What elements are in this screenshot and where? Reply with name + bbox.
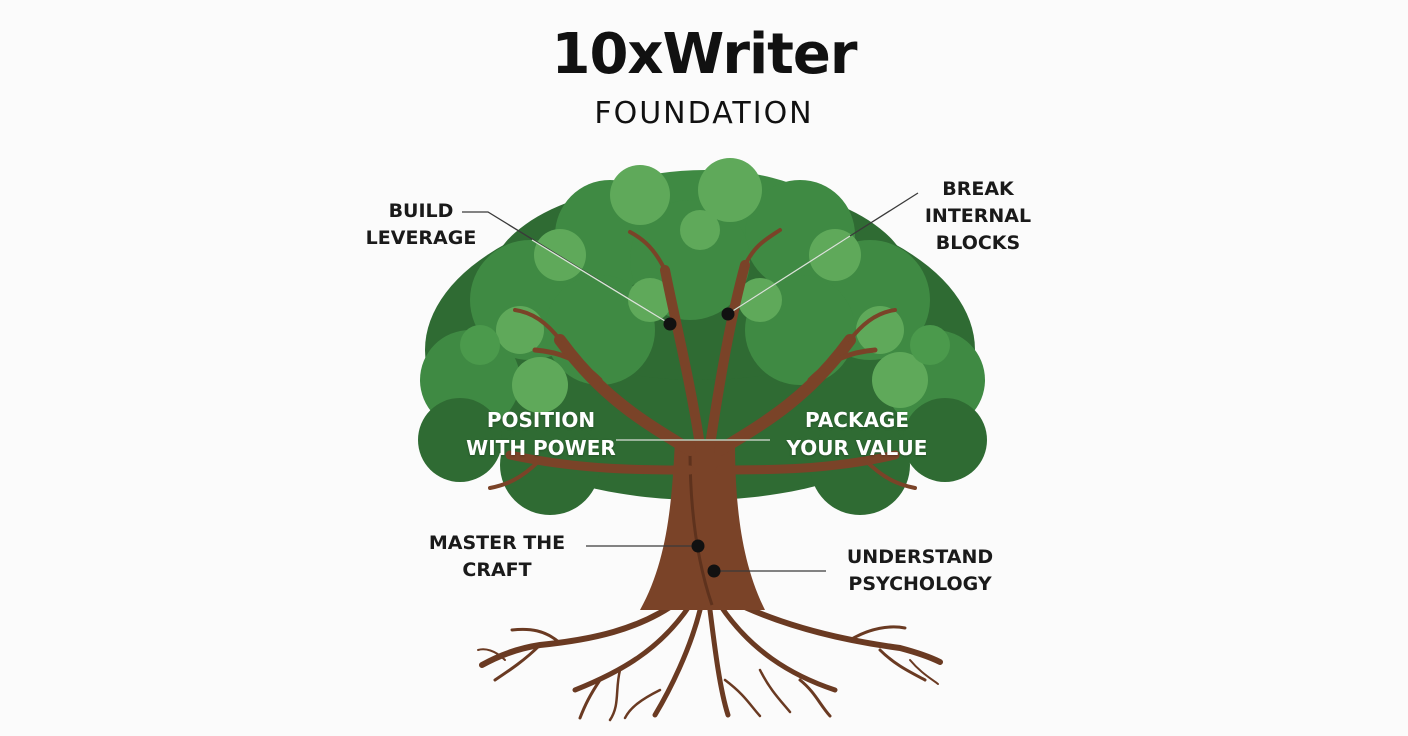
label-understand-psychology: UNDERSTAND PSYCHOLOGY bbox=[828, 544, 1012, 598]
roots bbox=[478, 600, 940, 720]
label-package-your-value: PACKAGE YOUR VALUE bbox=[774, 406, 940, 462]
label-position-with-power: POSITION WITH POWER bbox=[458, 406, 624, 462]
label-build-leverage: BUILD LEVERAGE bbox=[356, 198, 486, 252]
marker-build-leverage bbox=[664, 318, 677, 331]
page-title: 10xWriter bbox=[0, 22, 1408, 87]
marker-break-blocks bbox=[722, 308, 735, 321]
label-master-the-craft: MASTER THE CRAFT bbox=[412, 530, 582, 584]
marker-psychology bbox=[708, 565, 721, 578]
page-subtitle: FOUNDATION bbox=[0, 96, 1408, 131]
marker-master-craft bbox=[692, 540, 705, 553]
label-break-internal-blocks: BREAK INTERNAL BLOCKS bbox=[912, 176, 1044, 257]
